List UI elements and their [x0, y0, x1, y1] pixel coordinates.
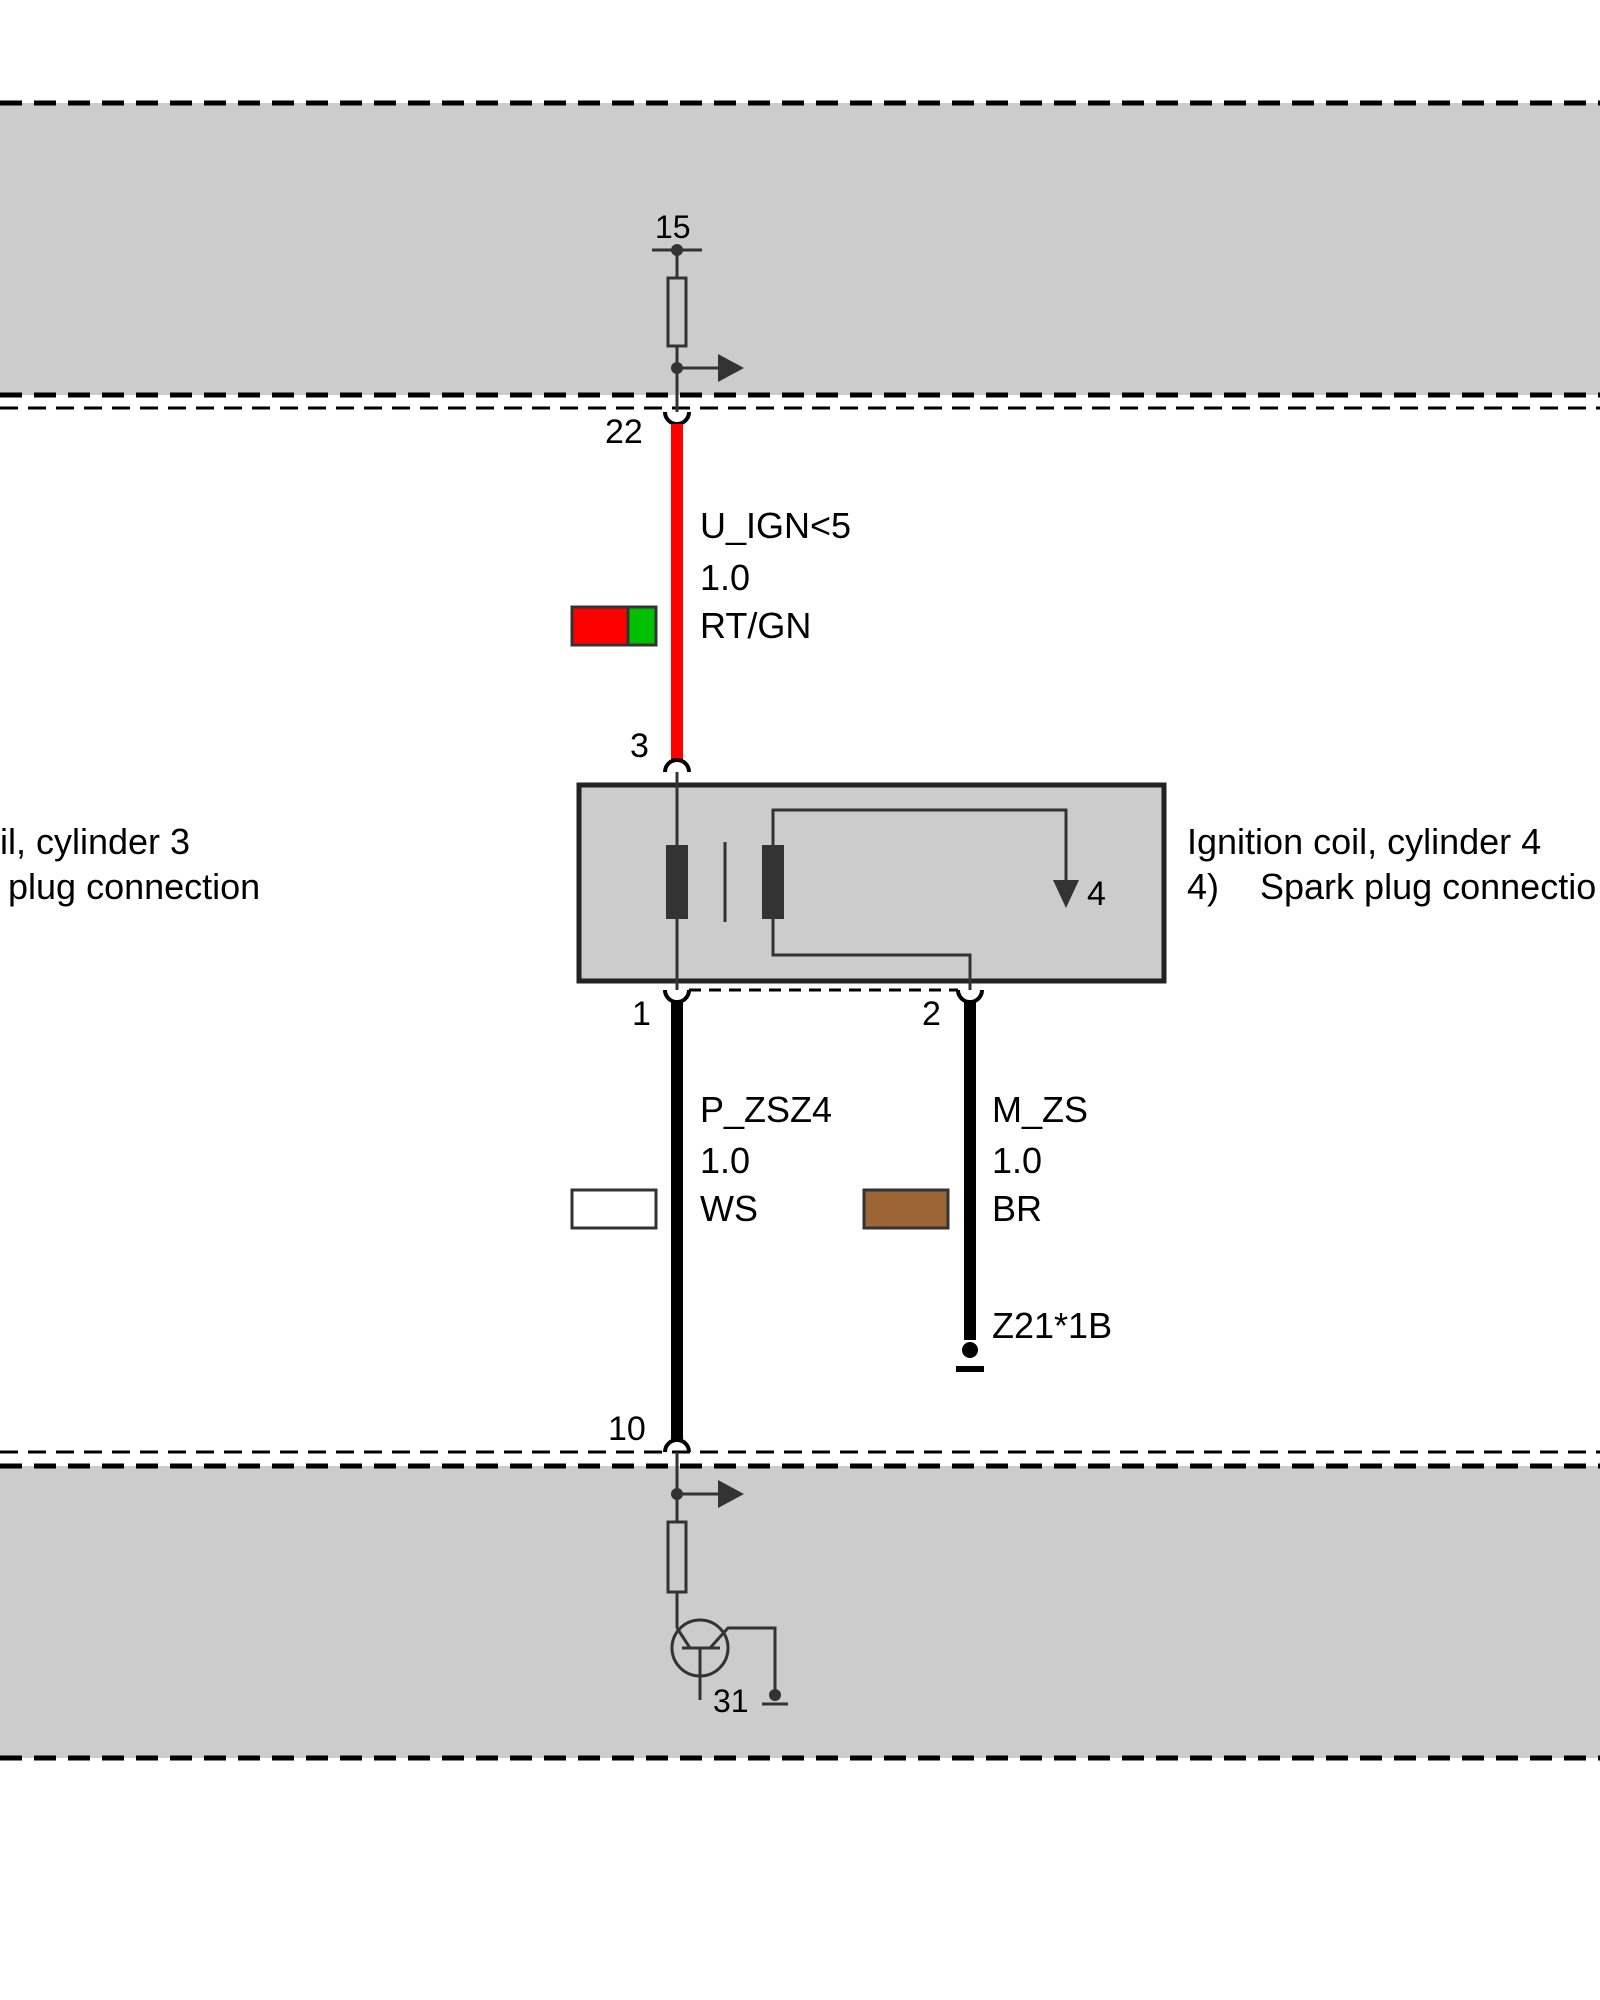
transistor-icon [670, 1618, 788, 1706]
top-output-arrow-icon [718, 354, 744, 382]
top-control-module: 15 22 [0, 100, 1600, 451]
wire-p-zsz4-signal: P_ZSZ4 [700, 1089, 832, 1130]
wire-p-zsz4-color-code: WS [700, 1188, 758, 1229]
coil-pin-3-label: 3 [630, 727, 649, 765]
left-coil-label-line1: il, cylinder 3 [0, 821, 190, 862]
wire-m-zs-color-code: BR [992, 1188, 1042, 1229]
wire-p-zsz4: P_ZSZ4 1.0 WS [570, 1002, 832, 1440]
wire-u-ign: U_IGN<5 1.0 RT/GN [570, 424, 851, 762]
spark-output-arrow-icon [1053, 880, 1079, 908]
wire-p-zsz4-gauge: 1.0 [700, 1140, 750, 1181]
left-coil-label-line2: plug connection [8, 866, 260, 907]
bottom-control-module: 10 31 [0, 1410, 1600, 1761]
terminal-15-label: 15 [655, 209, 691, 245]
ground-point-label: Z21*1B [992, 1305, 1112, 1346]
ground-point-icon [962, 1342, 978, 1358]
wire-u-ign-signal: U_IGN<5 [700, 505, 851, 546]
coil-output-pin-4: 4 [1087, 875, 1106, 913]
wire-color-swatch-white [570, 1188, 658, 1230]
wire-u-ign-gauge: 1.0 [700, 557, 750, 598]
coil-pin-2-label: 2 [922, 995, 941, 1033]
coil-pin-1-label: 1 [632, 995, 651, 1033]
secondary-winding [762, 845, 784, 919]
bottom-output-arrow-icon [718, 1480, 744, 1508]
right-coil-label-num: 4) [1187, 866, 1219, 907]
ignition-coil: 3 4 1 2 il, cylinder 3 plug connection I… [0, 727, 1596, 1033]
wire-m-zs-signal: M_ZS [992, 1089, 1088, 1130]
right-coil-label-line1: Ignition coil, cylinder 4 [1187, 821, 1541, 862]
wire-u-ign-color-code: RT/GN [700, 605, 811, 646]
wire-color-swatch-green [626, 605, 658, 647]
wire-color-swatch-brown [862, 1188, 950, 1230]
bottom-resistor [666, 1520, 688, 1594]
pin-10-label: 10 [608, 1410, 646, 1448]
right-coil-label-line2: Spark plug connectio [1260, 866, 1596, 907]
primary-winding [666, 845, 688, 919]
terminal-31-label: 31 [713, 1683, 749, 1719]
wire-m-zs: M_ZS 1.0 BR Z21*1B [862, 1002, 1112, 1372]
wire-m-zs-gauge: 1.0 [992, 1140, 1042, 1181]
wire-color-swatch-red [570, 605, 630, 647]
pin-22-label: 22 [605, 413, 643, 451]
top-resistor [666, 276, 688, 348]
